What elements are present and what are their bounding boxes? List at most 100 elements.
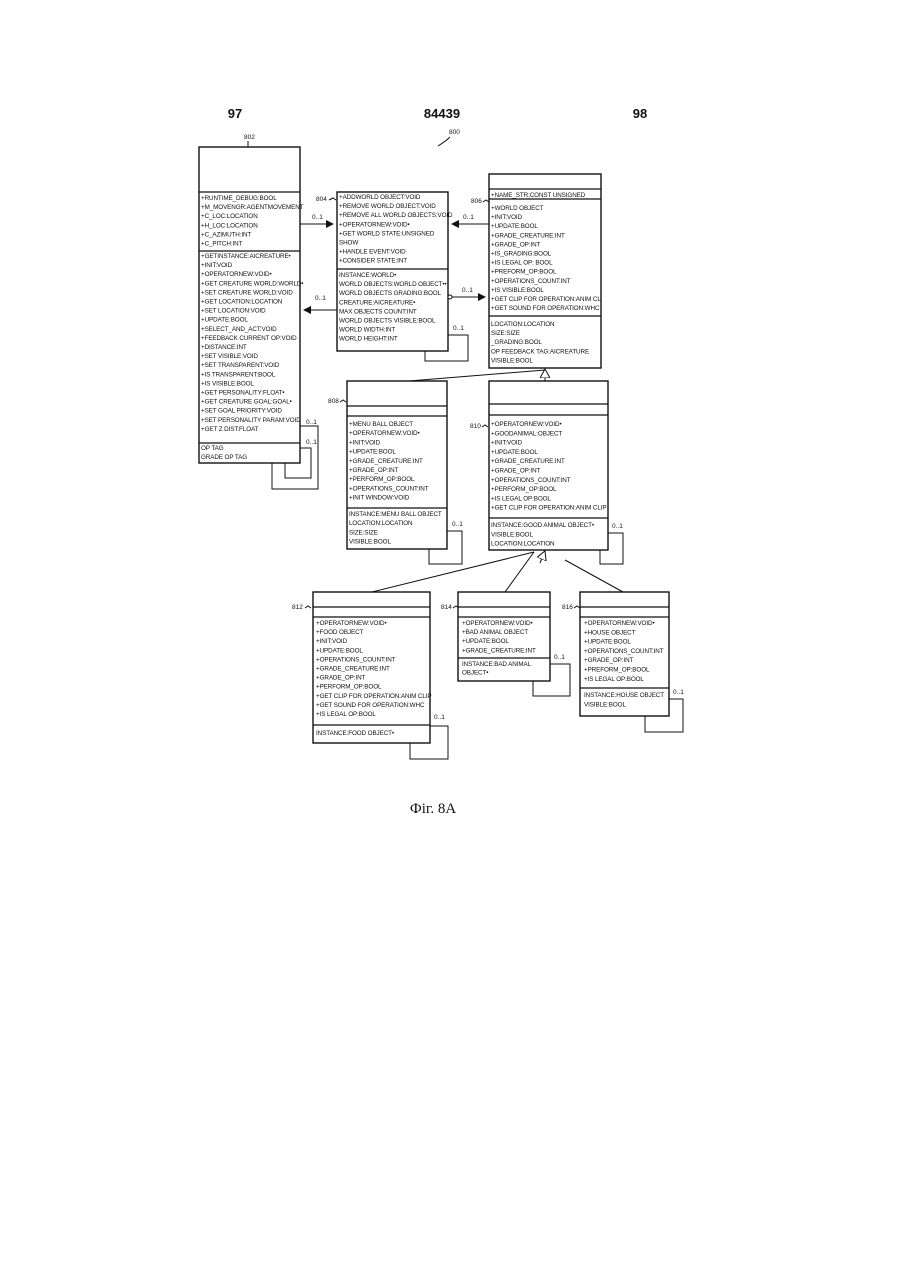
class-member: CREATURE:AICREATURE•	[339, 299, 415, 306]
class-member: +GRADE_OP:INT	[491, 468, 541, 475]
class-member: WORLD WIDTH:INT	[339, 327, 395, 334]
class-member: +UPDATE:BOOL	[584, 639, 631, 646]
class-member: +SET VISIBLE:VOID	[201, 353, 258, 360]
class-member: INSTANCE:GOOD ANIMAL OBJECT•	[491, 522, 594, 529]
class-member: +OPERATIONS_COUNT:INT	[316, 656, 396, 663]
mult-802-804: 0..1	[312, 214, 323, 221]
class-member: +OPERATORNEW:VOID•	[349, 430, 420, 437]
class-member: +GET SOUND FOR OPERATION:WHC	[491, 305, 600, 312]
class-804-ref: 804	[316, 196, 327, 203]
class-member: +GETINSTANCE:AICREATURE•	[201, 253, 291, 260]
class-member: +HANDLE EVENT:VOID	[339, 249, 406, 256]
class-member: +SET GOAL PRIORITY:VOID	[201, 408, 282, 415]
class-member: +GET WORLD STATE:UNSIGNED	[339, 230, 435, 237]
class-member: +GET CREATURE GOAL:GOAL•	[201, 399, 292, 406]
class-member: +IS LEGAL OP:BOOL	[584, 676, 644, 683]
class-806: 806 +NAME_STR:CONST UNSIGNED +WORLD OBJE…	[471, 174, 601, 368]
class-member: +OPERATORNEW:VOID•	[316, 620, 387, 627]
class-814: 814 +OPERATORNEW:VOID•+BAD ANIMAL OBJECT…	[441, 592, 550, 681]
class-member: +GET SOUND FOR OPERATION:WHC	[316, 702, 425, 709]
class-member: +CONSIDER STATE:INT	[339, 258, 407, 265]
class-member: +GET CREATURE WORLD:WORLD•	[201, 280, 303, 287]
class-808-ref: 808	[328, 398, 339, 405]
class-member: WORLD OBJECTS GRADING:BOOL	[339, 290, 442, 297]
class-member: +NAME_STR:CONST UNSIGNED	[491, 192, 586, 199]
class-member: +C_PITCH:INT	[201, 241, 243, 248]
class-member: +PREFORM_OP:BOOL	[491, 269, 557, 276]
class-member: SIZE:SIZE	[349, 529, 378, 536]
class-member: +OPERATIONS_COUNT:INT	[491, 477, 571, 484]
class-member: +IS VISIBLE:BOOL	[201, 380, 254, 387]
mult-806-804: 0..1	[463, 214, 474, 221]
class-member: INSTANCE:HOUSE OBJECT	[584, 692, 664, 699]
mult-804-806: 0..1	[462, 287, 473, 294]
class-member: +ADDWORLD OBJECT:VOID	[339, 194, 421, 201]
class-member: +OPERATORNEW:VOID•	[339, 221, 410, 228]
page-number-left: 97	[228, 106, 242, 121]
class-member: LOCATION:LOCATION	[349, 520, 413, 527]
class-member: +C_LOC:LOCATION	[201, 213, 258, 220]
class-member: INSTANCE:MENU BALL OBJECT	[349, 511, 442, 518]
class-member: +UPDATE:BOOL	[316, 647, 363, 654]
class-member: VISIBLE:BOOL	[491, 531, 533, 538]
class-member: +REMOVE WORLD OBJECT:VOID	[339, 203, 436, 210]
class-member: +PERFORM_OP:BOOL	[349, 476, 415, 483]
class-member: +C_AZIMUTH:INT	[201, 231, 251, 238]
class-member: +SET PERSONALITY PARAM:VOID	[201, 417, 301, 424]
class-810: 810 +OPERATORNEW:VOID•+GOODANIMAL:OBJECT…	[470, 381, 608, 550]
class-member: +GRADE_CREATURE:INT	[349, 458, 423, 465]
class-member: VISIBLE:BOOL	[349, 539, 391, 546]
mult-self-812: 0..1	[434, 714, 445, 721]
class-member: +WORLD OBJECT	[491, 205, 544, 212]
class-member: +OPERATORNEW:VOID•	[584, 620, 655, 627]
class-member: +UPDATE:BOOL	[491, 223, 538, 230]
class-member: +OPERATIONS_COUNT:INT	[349, 485, 429, 492]
class-member: +PERFORM_OP:BOOL	[491, 486, 557, 493]
class-member: +IS LEGAL OP:BOOL	[491, 495, 551, 502]
class-member: +UPDATE:BOOL	[201, 317, 248, 324]
class-member: +GRADE_CREATURE:INT	[491, 458, 565, 465]
class-member: +INIT WINDOW:VOID	[349, 495, 410, 502]
class-member: SHOW	[339, 240, 358, 247]
class-member: +INIT:VOID	[201, 262, 233, 269]
class-member: WORLD OBJECTS VISIBLE:BOOL	[339, 318, 436, 325]
class-802-ref: 802	[244, 134, 255, 141]
class-810-ref: 810	[470, 423, 481, 430]
class-member: +INIT:VOID	[491, 440, 523, 447]
class-816-ref: 816	[562, 604, 573, 611]
class-member: +SET TRANSPARENT:VOID	[201, 362, 280, 369]
class-member: +UPDATE:BOOL	[462, 638, 509, 645]
page-number-right: 98	[633, 106, 647, 121]
class-member: +IS VISIBLE:BOOL	[491, 287, 544, 294]
gen-816-810	[565, 560, 623, 592]
class-member: +GET LOCATION:LOCATION	[201, 299, 283, 306]
mult-self-804: 0..1	[453, 325, 464, 332]
class-member: +SELECT_AND_ACT:VOID	[201, 326, 277, 333]
class-member: +FEEDBACK CURRENT OP:VOID	[201, 335, 297, 342]
class-member: +GET CLIP FOR OPERATION:ANIM CLIP	[491, 505, 607, 512]
mult-self-802b: 0..1	[306, 439, 317, 446]
class-member: +RUNTIME_DEBUG:BOOL	[201, 195, 277, 202]
class-member: +OPERATORNEW:VOID•	[201, 271, 272, 278]
class-member: +PREFORM_OP:BOOL	[584, 667, 650, 674]
class-member: +GET CLIP FOR OPERATION:ANIM CLIP	[316, 693, 432, 700]
class-member: +GOODANIMAL:OBJECT	[491, 430, 562, 437]
class-member: +OPERATIONS_COUNT:INT	[491, 278, 571, 285]
class-member: OP TAG	[201, 445, 224, 452]
class-member: +M_MOVENGR:AGENTMOVEMENT	[201, 204, 304, 211]
class-812-ref: 812	[292, 604, 303, 611]
class-member: VISIBLE:BOOL	[491, 357, 533, 364]
class-member: +GET CLIP FOR OPERATION:ANIM CL	[491, 296, 601, 303]
class-member: +UPDATE:BOOL	[349, 449, 396, 456]
class-member: +GRADE_CREATURE:INT	[491, 232, 565, 239]
class-member: +PERFORM_OP:BOOL	[316, 684, 382, 691]
class-member: WORLD HEIGHT:INT	[339, 336, 398, 343]
class-member: INSTANCE:WORLD•	[339, 272, 396, 279]
class-member: VISIBLE:BOOL	[584, 701, 626, 708]
class-member: +IS TRANSPARENT:BOOL	[201, 371, 276, 378]
class-member: +BAD ANIMAL OBJECT	[462, 629, 528, 636]
class-member: +OPERATIONS_COUNT:INT	[584, 648, 664, 655]
class-member: +INIT:VOID	[491, 214, 523, 221]
class-member: +REMOVE ALL WORLD OBJECTS:VOID	[339, 212, 453, 219]
